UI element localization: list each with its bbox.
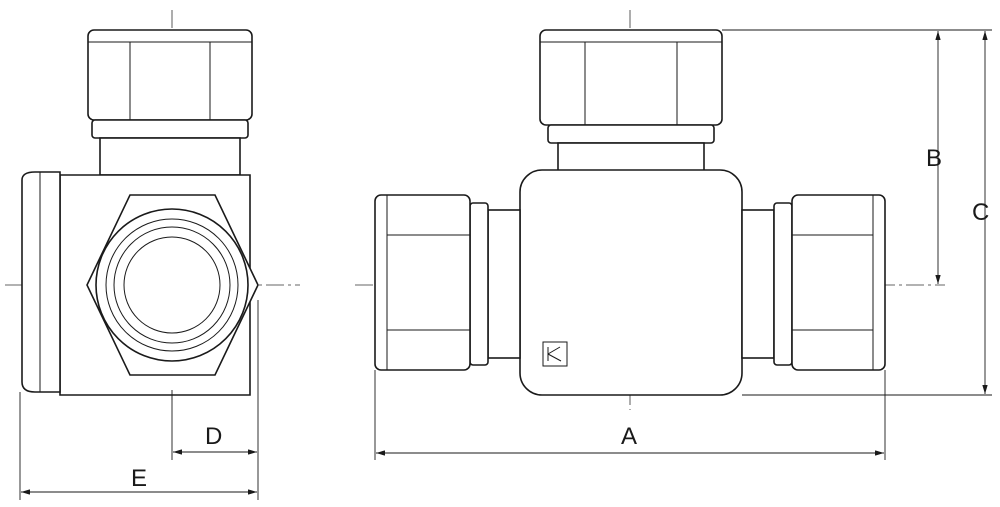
manufacturer-logo (542, 341, 568, 367)
front-view (355, 10, 945, 410)
top-hex-nut (539, 29, 723, 126)
extension-lines (19, 29, 992, 500)
dimension-d: D (171, 390, 257, 460)
body (519, 169, 743, 396)
dimension-e: E (21, 465, 257, 495)
left-hex-nut (374, 194, 471, 371)
top-hex-nut (87, 29, 253, 121)
dimension-a: A (376, 423, 884, 456)
dimension-c-label: C (972, 199, 989, 226)
dimension-c: C (972, 31, 989, 394)
right-hex-nut (791, 194, 886, 371)
dimension-d-label: D (205, 423, 222, 450)
dimension-b: B (926, 31, 942, 284)
dimension-e-label: E (131, 465, 147, 492)
side-view (5, 10, 300, 400)
dimension-a-label: A (621, 423, 637, 450)
side-cap (21, 171, 61, 393)
dimension-b-label: B (926, 145, 942, 172)
